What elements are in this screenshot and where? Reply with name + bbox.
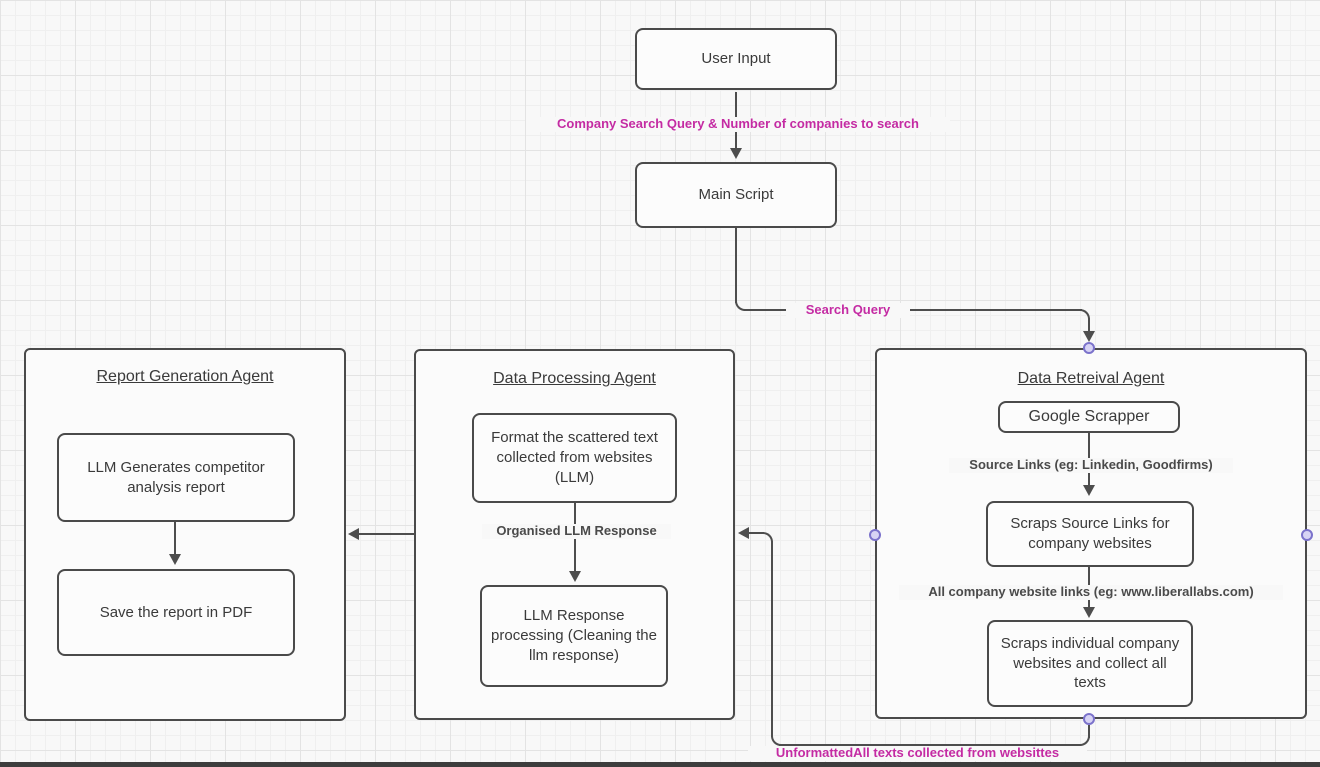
- arrowhead-into-scraps-individual: [1083, 607, 1095, 618]
- edge-retreival-to-processing-v2: [771, 541, 773, 737]
- window-bottom-edge: [0, 762, 1320, 767]
- arrowhead-into-llm-processing: [569, 571, 581, 582]
- node-llm-generates-report[interactable]: LLM Generates competitor analysis report: [57, 433, 295, 522]
- edge-label-website-links: All company website links (eg: www.liber…: [899, 584, 1283, 600]
- edge-processing-to-report-h: [358, 533, 415, 535]
- node-user-input-label: User Input: [701, 50, 771, 68]
- edge-label-organised-llm: Organised LLM Response: [482, 523, 671, 539]
- edge-label-search-query: Search Query: [786, 302, 910, 318]
- node-scraps-individual-websites-label: Scraps individual company websites and c…: [1000, 634, 1180, 692]
- connection-point-right[interactable]: [1301, 529, 1313, 541]
- edge-main-to-retreival-h: [744, 309, 1082, 311]
- edge-label-company-search: Company Search Query & Number of compani…: [526, 116, 950, 132]
- edge-retreival-to-processing-corner2: [771, 736, 781, 746]
- container-data-retreival-title: Data Retreival Agent: [875, 368, 1307, 390]
- arrowhead-into-retreival: [1083, 331, 1095, 342]
- edge-retreival-to-processing-v1: [1088, 725, 1090, 738]
- container-report-generation-title: Report Generation Agent: [85, 366, 285, 388]
- edge-main-to-retreival-corner2: [1080, 309, 1090, 319]
- node-main-script-label: Main Script: [698, 186, 774, 204]
- edge-retreival-to-processing-corner3: [763, 532, 773, 542]
- node-llm-response-processing[interactable]: LLM Response processing (Cleaning the ll…: [480, 585, 668, 687]
- edge-main-to-retreival-v1: [735, 228, 737, 303]
- edge-retreival-to-processing-h2: [749, 532, 764, 534]
- arrowhead-into-main-script: [730, 148, 742, 159]
- connection-point-bottom[interactable]: [1083, 713, 1095, 725]
- node-google-scrapper[interactable]: Google Scrapper: [998, 401, 1180, 433]
- node-scraps-source-links[interactable]: Scraps Source Links for company websites: [986, 501, 1194, 567]
- edge-main-to-retreival-v2: [1088, 318, 1090, 332]
- node-user-input[interactable]: User Input: [635, 28, 837, 90]
- node-llm-generates-report-label: LLM Generates competitor analysis report: [87, 458, 265, 496]
- node-scraps-source-links-label: Scraps Source Links for company websites: [1010, 515, 1170, 552]
- node-format-scattered-text[interactable]: Format the scattered text collected from…: [472, 413, 677, 503]
- edge-generate-to-save: [174, 522, 176, 556]
- container-data-processing-title: Data Processing Agent: [414, 368, 735, 390]
- edge-label-source-links: Source Links (eg: Linkedin, Goodfirms): [949, 457, 1233, 473]
- container-data-processing-title-text: Data Processing Agent: [493, 370, 656, 387]
- edge-retreival-to-processing-h1: [779, 744, 1081, 746]
- arrowhead-into-report-generation: [348, 528, 359, 540]
- node-save-report-pdf-label: Save the report in PDF: [99, 603, 253, 621]
- container-report-generation-title-text: Report Generation Agent: [96, 368, 274, 385]
- connection-point-top[interactable]: [1083, 342, 1095, 354]
- edge-retreival-to-processing-corner1: [1080, 736, 1090, 746]
- node-google-scrapper-label: Google Scrapper: [1028, 408, 1150, 426]
- edge-label-unformatted: UnformattedAll texts collected from webs…: [748, 745, 1087, 761]
- arrowhead-into-data-processing: [738, 527, 749, 539]
- node-llm-response-processing-label: LLM Response processing (Cleaning the ll…: [491, 607, 657, 664]
- node-main-script[interactable]: Main Script: [635, 162, 837, 228]
- container-report-generation-agent[interactable]: [24, 348, 346, 721]
- node-format-scattered-text-label: Format the scattered text collected from…: [491, 429, 658, 486]
- arrowhead-into-save-pdf: [169, 554, 181, 565]
- node-scraps-individual-websites[interactable]: Scraps individual company websites and c…: [987, 620, 1193, 707]
- arrowhead-into-scraps-source: [1083, 485, 1095, 496]
- node-save-report-pdf[interactable]: Save the report in PDF: [57, 569, 295, 656]
- connection-point-left[interactable]: [869, 529, 881, 541]
- container-data-retreival-title-text: Data Retreival Agent: [1017, 370, 1165, 387]
- edge-main-to-retreival-corner1: [735, 301, 745, 311]
